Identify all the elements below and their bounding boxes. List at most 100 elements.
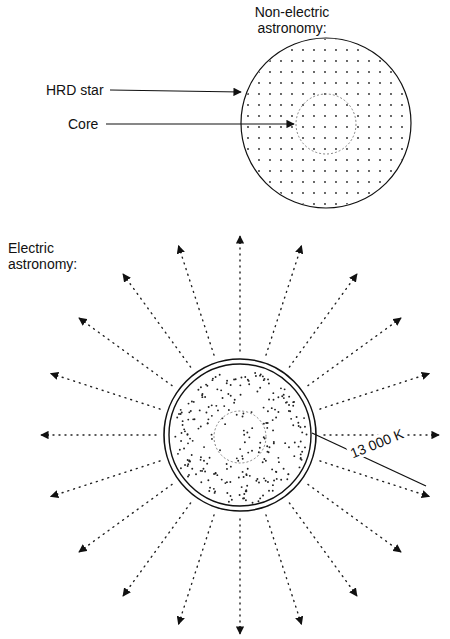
dot: [184, 430, 186, 432]
dot: [188, 474, 190, 476]
dot: [231, 499, 233, 501]
dot: [220, 389, 222, 391]
dot: [277, 457, 279, 459]
leader-arrow: [106, 123, 294, 124]
dot: [278, 461, 280, 463]
dot: [256, 478, 258, 480]
dot: [298, 425, 300, 427]
dot: [247, 468, 249, 470]
ray: [308, 484, 400, 551]
dot: [269, 446, 271, 448]
ray: [42, 434, 156, 435]
dot: [228, 501, 230, 503]
dot: [263, 407, 265, 409]
dot: [272, 484, 274, 486]
dot: [264, 378, 266, 380]
dot: [268, 399, 270, 401]
dot: [223, 405, 225, 407]
dot: [252, 502, 254, 504]
dot: [255, 480, 257, 482]
dot: [304, 426, 306, 428]
dot: [211, 438, 213, 440]
dot: [284, 442, 286, 444]
dot: [248, 383, 250, 385]
dot: [229, 481, 231, 483]
ray: [52, 461, 160, 496]
ray-arrowhead: [239, 236, 240, 244]
dot: [200, 456, 202, 458]
dot: [259, 447, 261, 449]
dot: [244, 376, 246, 378]
dot: [251, 411, 253, 413]
dot: [268, 451, 270, 453]
dot: [245, 489, 247, 491]
dot: [254, 372, 256, 374]
dot: [303, 417, 305, 419]
dot: [215, 472, 217, 474]
dot: [288, 396, 290, 398]
dot: [266, 445, 268, 447]
dot: [177, 453, 179, 455]
radial-rays: [41, 236, 439, 634]
dot: [204, 471, 206, 473]
dot: [190, 410, 192, 412]
dot: [271, 468, 273, 470]
ray: [266, 247, 301, 355]
dot: [285, 402, 287, 404]
callout-label: Core: [68, 116, 98, 132]
dot: [283, 468, 285, 470]
dot: [275, 471, 277, 473]
dot: [281, 395, 283, 397]
dot: [236, 457, 238, 459]
dot: [241, 486, 243, 488]
dot: [211, 415, 213, 417]
ray: [308, 319, 400, 386]
dot: [183, 447, 185, 449]
ray: [239, 237, 240, 351]
dot: [241, 455, 243, 457]
dot: [284, 388, 286, 390]
dot: [245, 499, 247, 501]
dot: [263, 458, 265, 460]
dot: [263, 477, 265, 479]
dot: [209, 457, 211, 459]
dot: [197, 389, 199, 391]
dot: [207, 423, 209, 425]
dot: [292, 401, 294, 403]
dot: [248, 436, 250, 438]
dot: [180, 467, 182, 469]
dot: [272, 490, 274, 492]
dot: [267, 410, 269, 412]
ray-arrowhead: [431, 434, 439, 435]
dot: [290, 418, 292, 420]
dot: [239, 494, 241, 496]
ray: [239, 519, 240, 633]
dot: [280, 479, 282, 481]
dot: [176, 417, 178, 419]
dot: [258, 451, 260, 453]
dot: [226, 380, 228, 382]
dot: [243, 430, 245, 432]
dot: [288, 404, 290, 406]
dot: [219, 374, 221, 376]
dot: [188, 460, 190, 462]
dot: [259, 387, 261, 389]
dot: [193, 401, 195, 403]
dot: [293, 401, 295, 403]
dot: [195, 473, 197, 475]
dot: [301, 431, 303, 433]
dot: [299, 466, 301, 468]
dot: [191, 401, 193, 403]
dot: [230, 466, 232, 468]
dot: [262, 375, 264, 377]
dot: [182, 424, 184, 426]
dot: [183, 428, 185, 430]
dot: [264, 438, 266, 440]
dot: [213, 473, 215, 475]
panel-heading: Non-electric astronomy:: [246, 4, 338, 36]
dot: [233, 402, 235, 404]
dot: [221, 479, 223, 481]
dot: [301, 451, 303, 453]
ray-arrowhead: [79, 547, 85, 552]
dot: [268, 490, 270, 492]
